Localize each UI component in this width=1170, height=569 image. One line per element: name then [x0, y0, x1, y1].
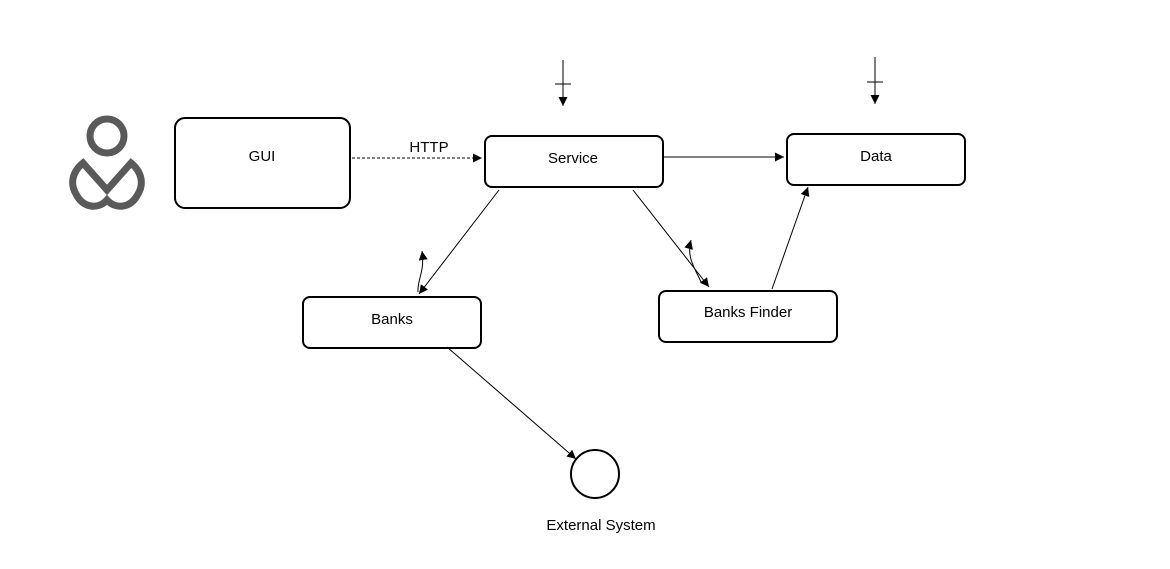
gui-node[interactable]: GUI [174, 117, 351, 209]
edge-banks-to-external-system [446, 346, 577, 460]
edge-banks-finder-to-data [771, 186, 810, 290]
service-node[interactable]: Service [484, 135, 664, 188]
user-icon [69, 115, 145, 210]
http-label: HTTP [409, 139, 448, 156]
return-arrow-banks [417, 250, 428, 293]
entry-arrow-service [555, 60, 571, 106]
banks-label: Banks [371, 311, 413, 328]
edge-gui-to-service: HTTP [352, 139, 482, 163]
external-system-node[interactable]: External System [546, 449, 656, 534]
entry-arrow-data [867, 57, 883, 104]
data-node[interactable]: Data [786, 133, 966, 186]
external-system-label: External System [546, 517, 655, 534]
service-label: Service [548, 150, 598, 167]
edge-service-to-banks [418, 189, 500, 295]
data-label: Data [860, 148, 892, 165]
banks-finder-label: Banks Finder [704, 304, 792, 321]
banks-node[interactable]: Banks [302, 296, 482, 349]
banks-finder-node[interactable]: Banks Finder [658, 290, 838, 343]
return-arrow-banks-finder [684, 239, 702, 283]
gui-label: GUI [249, 148, 276, 165]
edge-service-to-banks-finder [632, 189, 710, 288]
